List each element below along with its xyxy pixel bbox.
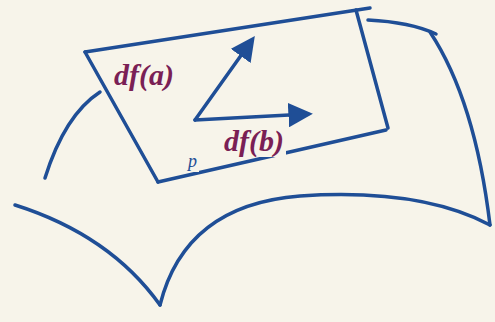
vector-arrow [195,114,308,120]
vector-label: df(b) [222,124,286,157]
surface-curve [368,20,436,34]
surface-curve [15,205,160,305]
point-label: p [186,152,199,172]
plane-edge [85,8,370,52]
surface-curve [45,92,100,178]
surface-curve [160,195,490,305]
plane-edge [356,10,388,128]
vector-label: df(a) [112,58,176,91]
surface-curve [430,32,490,225]
vector-arrow [195,40,252,120]
